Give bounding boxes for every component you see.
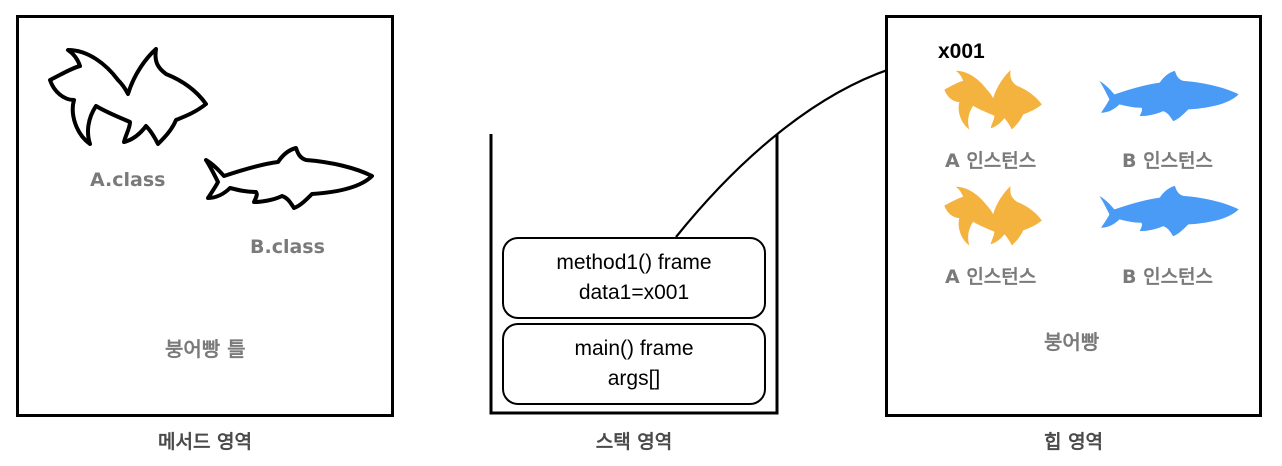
b-class-label: B.class: [250, 236, 325, 258]
a-class-label: A.class: [90, 169, 166, 191]
trout-instance-icon: [1099, 70, 1239, 122]
stack-area-caption: 스택 영역: [595, 431, 673, 453]
stack-frame-method1-name: method1() frame: [556, 251, 712, 274]
stack-frame-main-var: args[]: [607, 367, 661, 390]
goldfish-instance-icon: [944, 186, 1042, 246]
instance-b-label-2: B 인스턴스: [1122, 266, 1214, 288]
stack-frame-main-name: main() frame: [574, 337, 694, 360]
stack-container: [489, 134, 779, 415]
method-area-title: 붕어빵 틀: [165, 337, 246, 361]
trout-outline-icon: [204, 146, 374, 210]
goldfish-instance-icon: [944, 70, 1042, 130]
heap-address-label: x001: [938, 40, 985, 63]
instance-a-label-1: A 인스턴스: [945, 150, 1037, 172]
trout-instance-icon: [1099, 185, 1239, 237]
goldfish-outline-icon: [48, 47, 208, 146]
stack-frame-method1: method1() frame data1=x001: [502, 237, 766, 319]
instance-b-label-1: B 인스턴스: [1122, 150, 1214, 172]
method-area-caption: 메서드 영역: [157, 431, 252, 453]
instance-a-label-2: A 인스턴스: [945, 266, 1037, 288]
heap-area-caption: 힙 영역: [1043, 431, 1104, 453]
stack-frame-method1-var: data1=x001: [578, 281, 690, 304]
heap-area-title: 붕어빵: [1044, 330, 1100, 354]
stack-frame-main: main() frame args[]: [502, 323, 766, 405]
